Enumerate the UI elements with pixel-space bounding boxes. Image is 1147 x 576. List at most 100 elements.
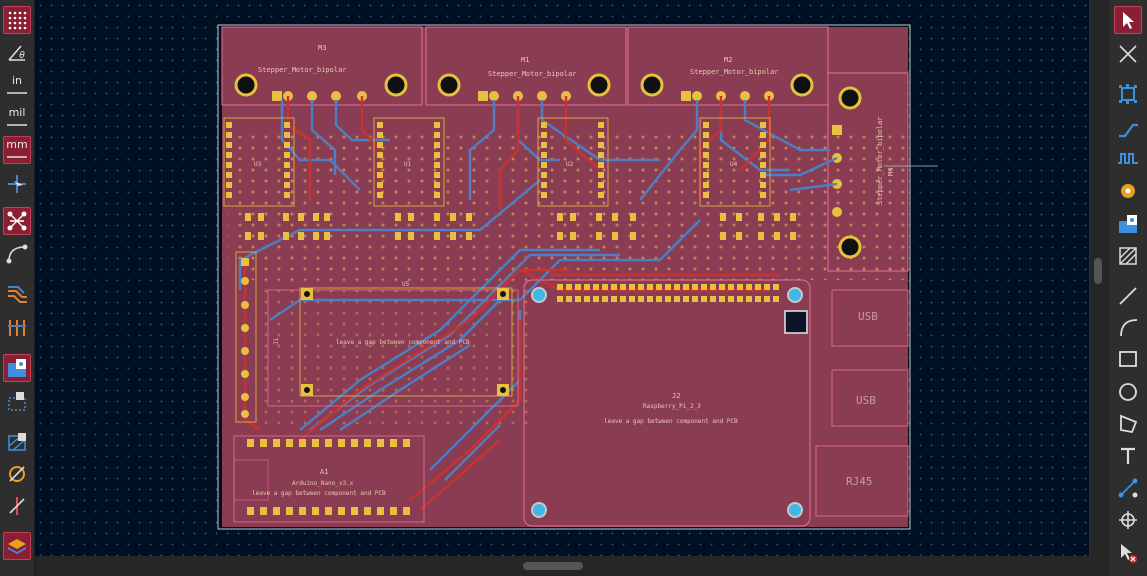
footprint-icon	[1119, 84, 1137, 104]
j2-value: Raspberry_Pi_2_3	[643, 403, 701, 410]
via-field	[228, 130, 908, 280]
pcb-board-drawing[interactable]: M3 Stepper_Motor_bipolar M1 Stepper_Moto…	[35, 0, 1089, 556]
polar-coords-button[interactable]: θ	[3, 38, 31, 66]
vertical-scrollbar[interactable]	[1090, 0, 1107, 556]
driver-u4: U4	[699, 117, 771, 207]
left-toolbar: θ in mil mm	[0, 0, 35, 576]
cursor-style-button[interactable]	[3, 170, 31, 198]
m1-value: Stepper_Motor_bipolar	[488, 70, 577, 78]
zone-outline-button[interactable]	[3, 387, 31, 415]
driver-u3: U3	[223, 117, 295, 207]
ruler-arrow-icon	[7, 156, 27, 158]
svg-text:θ: θ	[19, 50, 25, 61]
tune-length-button[interactable]	[1114, 144, 1142, 172]
sheet-border	[217, 24, 911, 530]
rule-area-button[interactable]	[1114, 242, 1142, 270]
usb2-label: USB	[856, 394, 876, 407]
arrow-cursor-icon	[1123, 12, 1134, 29]
tracks-icon	[8, 286, 27, 303]
add-footprint-button[interactable]	[1114, 80, 1142, 108]
pi-usb-2: USB	[831, 369, 909, 427]
track-fill-button[interactable]	[3, 492, 31, 520]
zone-fill-icon	[8, 359, 26, 377]
local-ratsnest-button[interactable]	[1114, 40, 1142, 68]
grid-icon	[8, 11, 27, 30]
ruler-arrow-icon	[7, 92, 27, 94]
motor-footprint-m4: Stepper_Motor_bipolar M4	[827, 72, 909, 272]
add-zone-button[interactable]	[1114, 210, 1142, 238]
local-ratsnest-icon	[1119, 45, 1137, 63]
place-origin-button[interactable]	[1114, 506, 1142, 534]
draw-rectangle-button[interactable]	[1114, 345, 1142, 373]
pi-usb-1: USB	[831, 289, 909, 347]
via-fill-button[interactable]	[3, 460, 31, 488]
via-icon	[9, 466, 25, 482]
right-toolbar	[1108, 0, 1147, 576]
add-dimension-button[interactable]	[1114, 474, 1142, 502]
curved-ratsnest-button[interactable]	[3, 240, 31, 268]
show-vias-button[interactable]	[3, 313, 31, 341]
driver-u1: U1	[373, 117, 445, 207]
appearance-panel-button[interactable]	[3, 532, 31, 560]
u3-ref: U3	[254, 161, 262, 168]
pad-fill-icon	[8, 433, 26, 451]
gpio-header	[557, 284, 779, 302]
ratsnest-button[interactable]	[3, 207, 31, 235]
u4-ref: U4	[730, 161, 738, 168]
raspberry-pi-j2: J2 Raspberry_Pi_2_3 leave a gap between …	[523, 279, 811, 527]
show-tracks-button[interactable]	[3, 280, 31, 308]
m1-ref: M1	[521, 56, 529, 64]
draw-line-button[interactable]	[1114, 282, 1142, 310]
pi-rj45: RJ45	[815, 445, 909, 517]
zone-display-button[interactable]	[3, 354, 31, 382]
mil-units-button[interactable]: mil	[3, 104, 31, 132]
pad-fill-button[interactable]	[3, 428, 31, 456]
vertical-scroll-thumb[interactable]	[1094, 258, 1102, 284]
m3-ref: M3	[318, 44, 326, 52]
draw-arc-button[interactable]	[1114, 313, 1142, 341]
add-via-button[interactable]	[1114, 177, 1142, 205]
text-icon	[1121, 447, 1135, 464]
via-field-2	[260, 280, 530, 430]
delete-cursor-icon	[1121, 544, 1137, 563]
polar-coordinates-icon: θ	[8, 45, 25, 61]
u2-ref: U2	[566, 161, 574, 168]
vias-icon	[8, 320, 26, 336]
draw-polygon-button[interactable]	[1114, 410, 1142, 438]
m4-value: Stepper_Motor_bipolar	[876, 116, 884, 205]
j2-ref: J2	[672, 392, 680, 400]
connector-j1: J1	[235, 251, 280, 423]
horizontal-scrollbar[interactable]	[35, 556, 1107, 576]
draw-circle-button[interactable]	[1114, 378, 1142, 406]
a1-ref: A1	[320, 468, 328, 476]
arduino-a1: A1 Arduino_Nano_v3.x leave a gap between…	[233, 435, 425, 523]
m4-ref: M4	[887, 168, 895, 176]
horizontal-scroll-thumb[interactable]	[523, 562, 583, 570]
add-text-button[interactable]	[1114, 442, 1142, 470]
u5-ref: U5	[402, 281, 410, 288]
pcb-canvas[interactable]: M3 Stepper_Motor_bipolar M1 Stepper_Moto…	[35, 0, 1089, 556]
u1-ref: U1	[404, 161, 412, 168]
passive-pads	[245, 213, 796, 240]
layers-icon	[8, 539, 26, 554]
keepout-icon	[1119, 247, 1137, 265]
inch-units-button[interactable]: in	[3, 72, 31, 100]
driver-u2: U2	[537, 117, 609, 207]
via-icon	[1121, 184, 1135, 198]
rectangle-icon	[1119, 351, 1137, 367]
zone-icon	[1119, 215, 1137, 233]
grid-toggle-button[interactable]	[3, 6, 31, 34]
mm-units-button[interactable]: mm	[3, 136, 31, 164]
j1-ref: J1	[273, 337, 280, 345]
route-track-button[interactable]	[1114, 114, 1142, 142]
usb1-label: USB	[858, 310, 878, 323]
select-tool-button[interactable]	[1114, 6, 1142, 34]
curved-ratsnest-icon	[6, 244, 28, 264]
origin-icon	[1119, 511, 1137, 529]
track-outline-icon	[9, 497, 25, 515]
m2-ref: M2	[724, 56, 732, 64]
u5-note: leave a gap between component and PCB	[336, 339, 470, 346]
a1-note: leave a gap between component and PCB	[252, 490, 386, 497]
inch-units-label: in	[11, 74, 23, 87]
delete-tool-button[interactable]	[1114, 539, 1142, 567]
